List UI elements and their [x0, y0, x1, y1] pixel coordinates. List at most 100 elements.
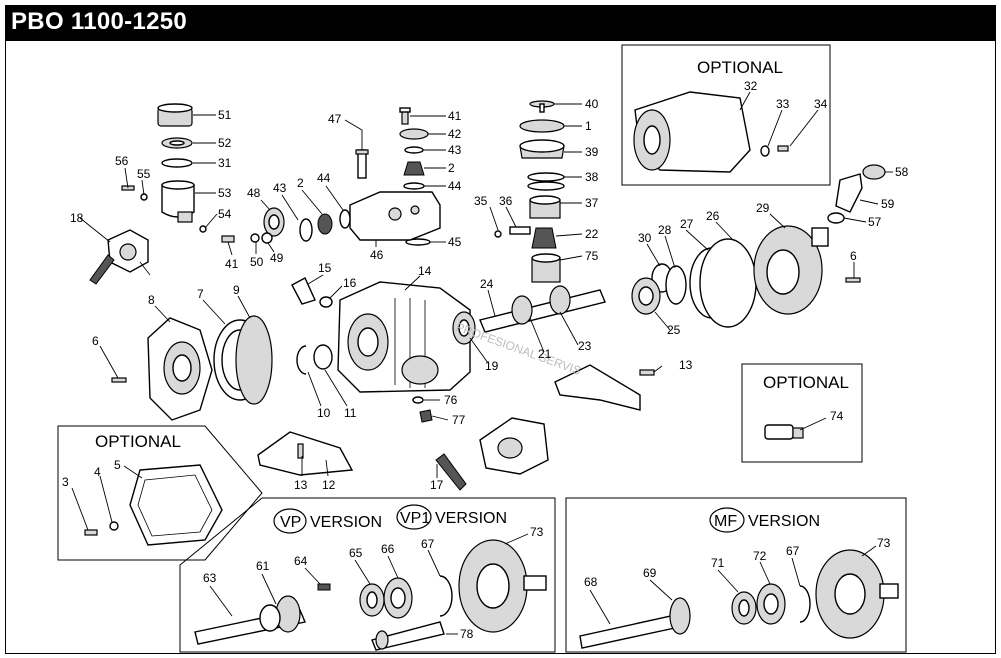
- label-29: 29: [756, 201, 770, 215]
- page-title: PBO 1100-1250: [11, 8, 188, 35]
- part-manifold-46: [349, 191, 441, 241]
- label-37: 37: [585, 196, 599, 210]
- part-35: [494, 230, 502, 238]
- part-oring-44b: [339, 209, 351, 229]
- label-13b: 13: [294, 478, 308, 492]
- label-2: 2: [448, 161, 455, 175]
- label-67b: 67: [786, 544, 800, 558]
- part-handle-17: [435, 453, 467, 491]
- part-head-29: [753, 225, 829, 315]
- label-46: 46: [370, 248, 384, 262]
- label-55: 55: [137, 167, 151, 181]
- label-61: 61: [256, 559, 270, 573]
- part-disc-1: [519, 119, 565, 133]
- part-seal-52: [161, 137, 193, 149]
- vp-version-box: VP VERSION VP1 VERSION: [179, 497, 556, 653]
- label-12: 12: [322, 478, 336, 492]
- vp-version-label: VERSION: [310, 514, 382, 531]
- part-gearbox: [479, 417, 549, 475]
- label-53: 53: [218, 186, 232, 200]
- label-56: 56: [115, 154, 129, 168]
- part-piston-37: [529, 195, 561, 219]
- part-flange-42: [399, 128, 429, 140]
- label-75: 75: [585, 249, 599, 263]
- label-67: 67: [421, 537, 435, 551]
- label-65: 65: [349, 546, 363, 560]
- label-35: 35: [474, 194, 488, 208]
- label-22: 22: [585, 227, 599, 241]
- label-33: 33: [776, 97, 790, 111]
- label-44b: 44: [317, 171, 331, 185]
- label-13: 13: [679, 358, 693, 372]
- part-fitting-15: [291, 277, 316, 305]
- part-bracket-12: [257, 431, 354, 476]
- label-34: 34: [814, 97, 828, 111]
- part-bolt-41: [399, 107, 411, 125]
- label-3: 3: [62, 475, 69, 489]
- part-77: [419, 409, 433, 423]
- label-7: 7: [197, 287, 204, 301]
- optional-box-left: OPTIONAL: [57, 425, 263, 561]
- label-38: 38: [585, 170, 599, 184]
- part-pin-47: [355, 149, 369, 179]
- part-bolt-13b: [297, 443, 304, 459]
- part-shaft-78: [371, 621, 445, 651]
- label-76: 76: [444, 393, 458, 407]
- label-2b: 2: [297, 176, 304, 190]
- vp-badge: VP: [280, 514, 301, 531]
- part-oring-4: [109, 521, 119, 531]
- label-57: 57: [868, 215, 882, 229]
- label-74: 74: [830, 409, 844, 423]
- label-6: 6: [850, 249, 857, 263]
- part-cap-51: [157, 103, 193, 127]
- label-11: 11: [344, 406, 357, 420]
- diagram-frame: [5, 41, 996, 654]
- part-bearing-66: [383, 577, 413, 619]
- part-screw-6a: [845, 277, 861, 283]
- part-flange-8: [147, 317, 213, 421]
- part-16: [319, 296, 333, 308]
- label-71: 71: [711, 556, 725, 570]
- optional-label: OPTIONAL: [763, 373, 849, 392]
- label-41: 41: [448, 109, 462, 123]
- part-key-64: [317, 583, 331, 591]
- part-valve-2: [403, 161, 425, 176]
- label-64: 64: [294, 554, 308, 568]
- part-bearing-25: [631, 277, 661, 315]
- label-5: 5: [114, 458, 121, 472]
- part-oring-57: [827, 212, 845, 224]
- part-cap-40: [529, 100, 555, 113]
- part-bearing-19: [452, 311, 476, 345]
- label-77: 77: [452, 413, 466, 427]
- part-shaft-63: [194, 595, 306, 645]
- part-fitting-74: [764, 424, 804, 440]
- part-oring-43: [404, 146, 424, 154]
- optional-label: OPTIONAL: [697, 58, 783, 77]
- label-59: 59: [881, 197, 895, 211]
- label-69: 69: [643, 566, 657, 580]
- part-bearing-75: [531, 253, 561, 283]
- label-58: 58: [895, 165, 909, 179]
- label-52: 52: [218, 136, 232, 150]
- part-screw-6b: [111, 377, 127, 383]
- label-50: 50: [250, 255, 264, 269]
- part-41b: [221, 235, 235, 243]
- part-conrod-22: [531, 227, 557, 249]
- part-bracket-right: [554, 364, 641, 411]
- label-24: 24: [480, 277, 494, 291]
- label-19: 19: [485, 359, 499, 373]
- part-dome-32: [633, 91, 751, 173]
- label-73: 73: [530, 525, 544, 539]
- label-68: 68: [584, 575, 598, 589]
- label-73b: 73: [877, 536, 891, 550]
- part-elbow-59: [835, 173, 863, 213]
- label-40: 40: [585, 97, 599, 111]
- label-21: 21: [538, 347, 552, 361]
- mf-badge: MF: [714, 513, 737, 530]
- part-oring-26: [699, 238, 757, 328]
- label-54: 54: [218, 207, 232, 221]
- label-63: 63: [203, 571, 217, 585]
- part-number-labels: 51 52 31 53 54 56 55 18 47 41 42 43 2 44…: [62, 79, 909, 641]
- part-oring-28: [665, 265, 687, 305]
- label-44: 44: [448, 179, 462, 193]
